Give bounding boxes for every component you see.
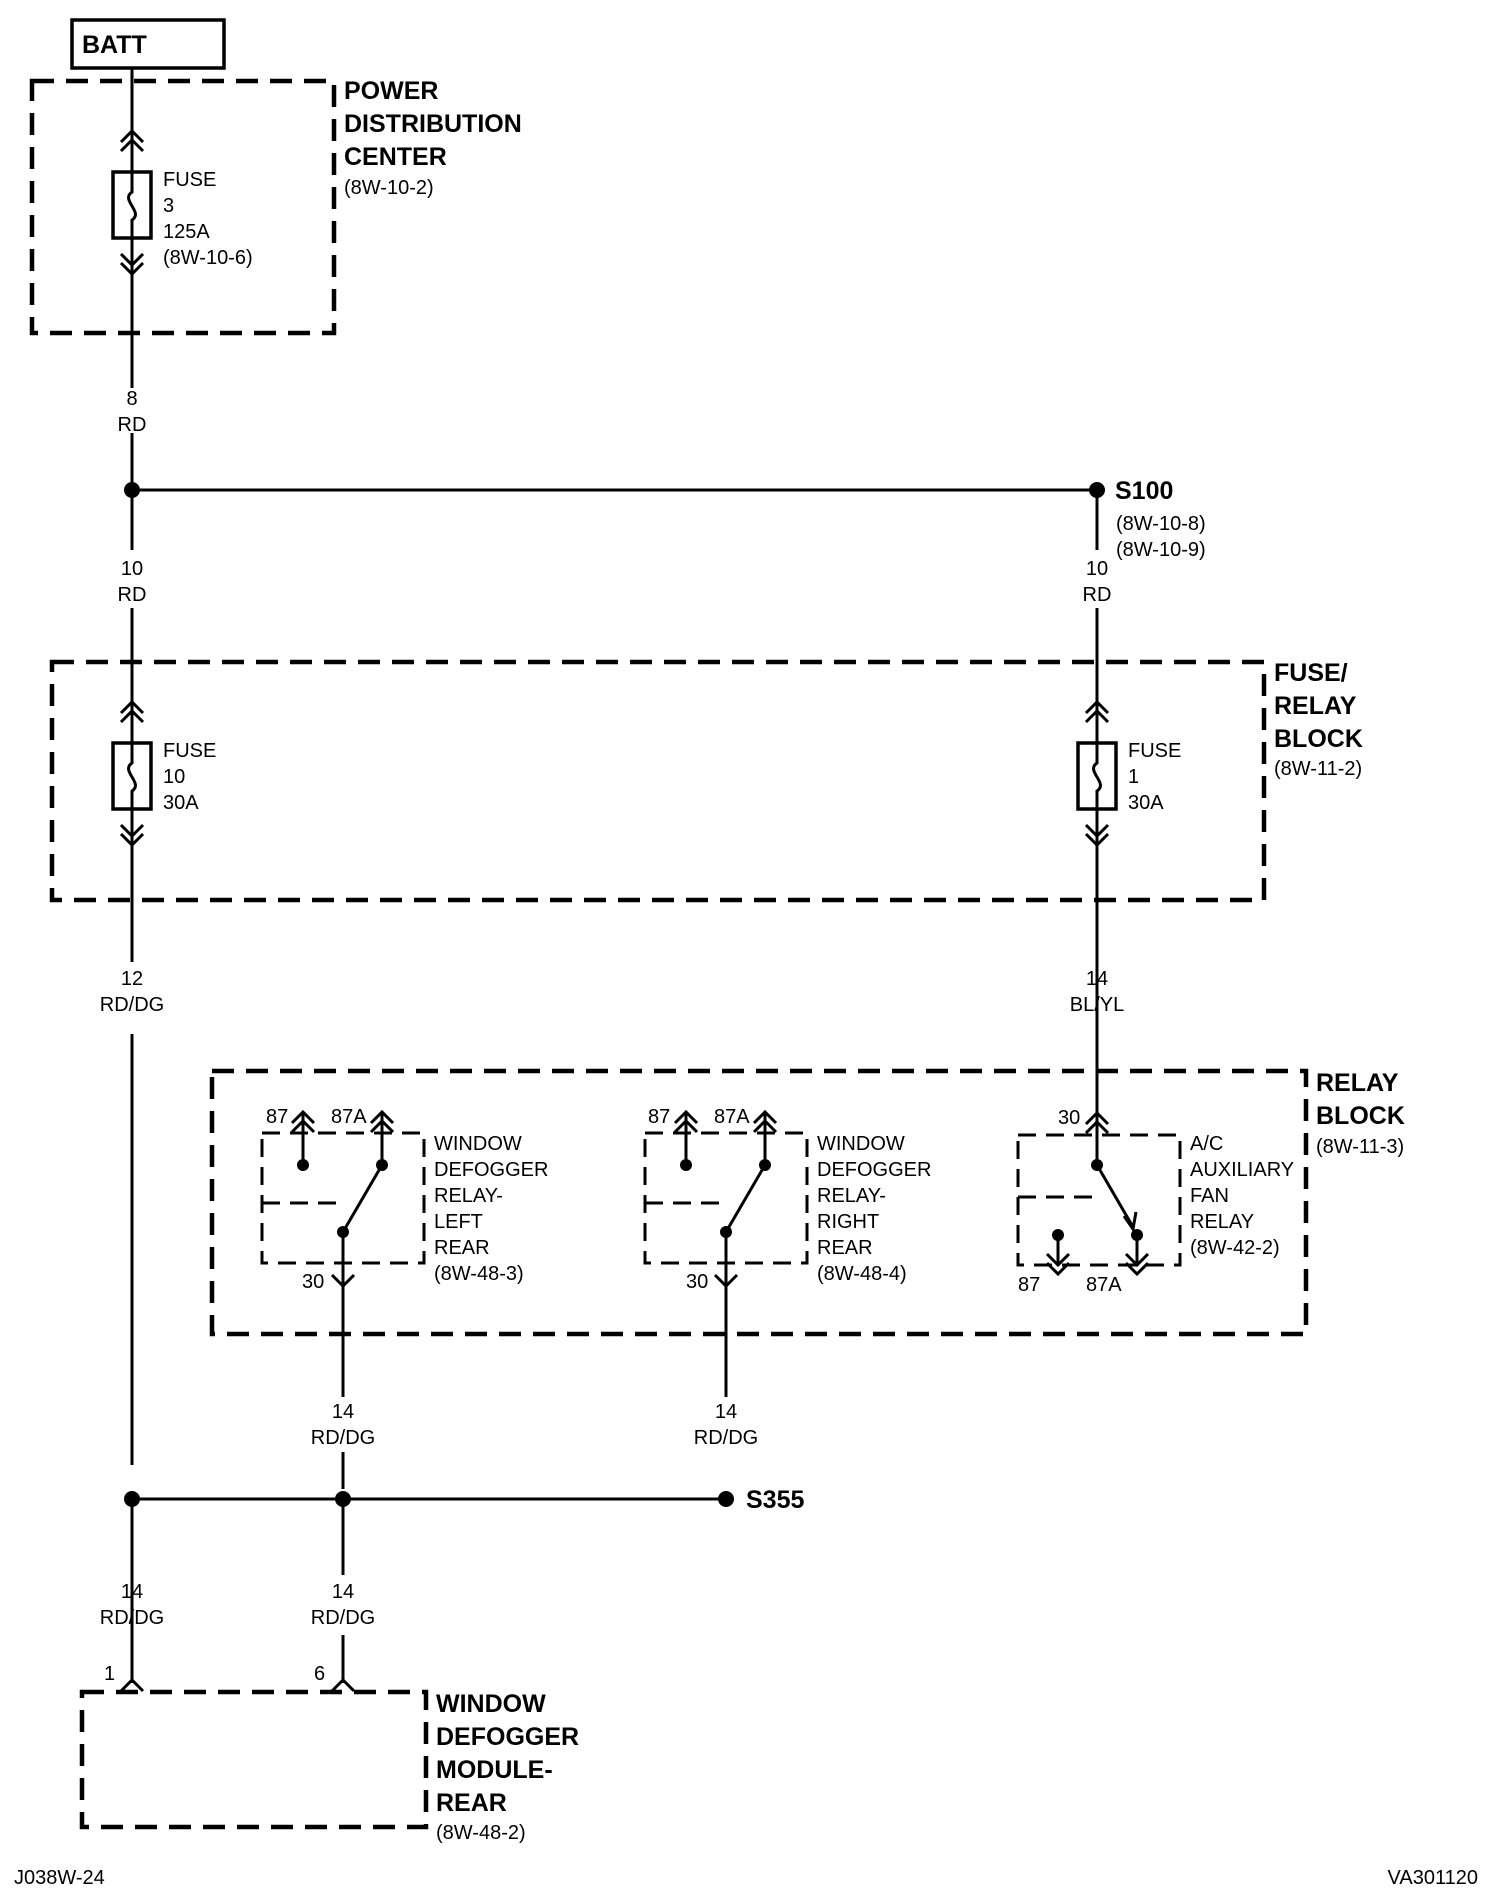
relay-block-title-1: RELAY xyxy=(1316,1069,1399,1097)
relay-window-defogger-right-rear: 87 87A 30 WINDOW DEFOGGER RELAY- RIGHT R… xyxy=(643,1106,931,1293)
wire-10-left-gauge: 10 xyxy=(121,558,143,580)
wire-8-color: RD xyxy=(118,414,147,436)
relay-ac-label-2: AUXILIARY xyxy=(1190,1159,1294,1181)
frb-title-3: BLOCK xyxy=(1274,725,1363,753)
relay-right-label-1: WINDOW xyxy=(817,1133,905,1155)
relay-block: RELAY BLOCK (8W-11-3) 87 87A 30 WINDOW D… xyxy=(209,1068,1405,1337)
relay-left-label-4: LEFT xyxy=(434,1211,483,1233)
wire-14-c-gauge: 14 xyxy=(121,1581,143,1603)
relay-window-defogger-left-rear: 87 87A 30 WINDOW DEFOGGER RELAY- LEFT RE… xyxy=(260,1106,548,1293)
wire-14-d-gauge: 14 xyxy=(332,1581,354,1603)
fuse-10-label: FUSE xyxy=(163,740,216,762)
fuse-1-label: FUSE xyxy=(1128,740,1181,762)
relay-ac-label-1: A/C xyxy=(1190,1133,1223,1155)
fuse-10: FUSE 10 30A xyxy=(111,699,216,848)
relay-right-label-4: RIGHT xyxy=(817,1211,879,1233)
footer-right-code: VA301120 xyxy=(1388,1867,1478,1889)
fuse-10-number: 10 xyxy=(163,766,185,788)
frb-title-1: FUSE/ xyxy=(1274,659,1348,687)
relay-ac-auxiliary-fan: 30 87 87A A/C AUXILIARY FAN RELAY (8W-42… xyxy=(1016,1107,1294,1296)
module-title-1: WINDOW xyxy=(436,1690,546,1718)
module-pin6: 6 xyxy=(314,1663,325,1685)
fuse-relay-block: FUSE/ RELAY BLOCK (8W-11-2) FUSE 10 30A … xyxy=(49,659,1363,903)
relay-right-label-6: (8W-48-4) xyxy=(817,1263,907,1285)
batt-box: BATT xyxy=(70,18,226,70)
s100-ref-2: (8W-10-9) xyxy=(1116,539,1206,561)
wire-14-a-gauge: 14 xyxy=(332,1401,354,1423)
splice-s100: S100 (8W-10-8) (8W-10-9) xyxy=(124,477,1206,561)
power-distribution-center: POWER DISTRIBUTION CENTER (8W-10-2) FUSE… xyxy=(29,77,522,336)
module-title-3: MODULE- xyxy=(436,1756,553,1784)
window-defogger-module-rear: 1 6 WINDOW DEFOGGER MODULE- REAR (8W-48-… xyxy=(79,1663,579,1844)
batt-label: BATT xyxy=(82,31,147,59)
relay-left-pin87a: 87A xyxy=(331,1106,367,1128)
footer-left-code: J038W-24 xyxy=(14,1867,105,1889)
module-ref: (8W-48-2) xyxy=(436,1822,526,1844)
module-pin1: 1 xyxy=(104,1663,115,1685)
relay-ac-label-4: RELAY xyxy=(1190,1211,1254,1233)
fuse-1: FUSE 1 30A xyxy=(1076,699,1181,848)
fuse-3-number: 3 xyxy=(163,195,174,217)
relay-left-pin30: 30 xyxy=(302,1271,324,1293)
splice-s355: S355 xyxy=(124,1486,804,1514)
wire-8-gauge: 8 xyxy=(126,388,137,410)
relay-right-label-3: RELAY- xyxy=(817,1185,886,1207)
relay-ac-label-5: (8W-42-2) xyxy=(1190,1237,1280,1259)
relay-right-pin87: 87 xyxy=(648,1106,670,1128)
frb-title-2: RELAY xyxy=(1274,692,1357,720)
wire-14-c-color: RD/DG xyxy=(100,1607,164,1629)
wire-14-b-gauge: 14 xyxy=(715,1401,737,1423)
relay-ac-pin87: 87 xyxy=(1018,1274,1040,1296)
fuse-10-rating: 30A xyxy=(163,792,199,814)
relay-block-ref: (8W-11-3) xyxy=(1316,1136,1404,1158)
wire-14-blyl-gauge: 14 xyxy=(1086,968,1108,990)
wire-12-gauge: 12 xyxy=(121,968,143,990)
relay-ac-pin87a: 87A xyxy=(1086,1274,1122,1296)
pdc-title-3: CENTER xyxy=(344,143,447,171)
relay-ac-label-3: FAN xyxy=(1190,1185,1229,1207)
wire-12-color: RD/DG xyxy=(100,994,164,1016)
wire-14-d-color: RD/DG xyxy=(311,1607,375,1629)
relay-left-pin87: 87 xyxy=(266,1106,288,1128)
module-title-2: DEFOGGER xyxy=(436,1723,579,1751)
wire-14-blyl-color: BL/YL xyxy=(1070,994,1124,1016)
s355-label: S355 xyxy=(746,1486,804,1514)
wire-10-right-gauge: 10 xyxy=(1086,558,1108,580)
s100-label: S100 xyxy=(1115,477,1173,505)
relay-right-pin30: 30 xyxy=(686,1271,708,1293)
relay-right-label-5: REAR xyxy=(817,1237,873,1259)
relay-left-label-5: REAR xyxy=(434,1237,490,1259)
relay-ac-pin30: 30 xyxy=(1058,1107,1080,1129)
relay-left-label-3: RELAY- xyxy=(434,1185,503,1207)
wire-14-b-color: RD/DG xyxy=(694,1427,758,1449)
module-title-4: REAR xyxy=(436,1789,507,1817)
pdc-ref: (8W-10-2) xyxy=(344,177,434,199)
fuse-1-rating: 30A xyxy=(1128,792,1164,814)
relay-right-label-2: DEFOGGER xyxy=(817,1159,931,1181)
wire-10-right-color: RD xyxy=(1083,584,1112,606)
relay-left-label-2: DEFOGGER xyxy=(434,1159,548,1181)
fuse-1-number: 1 xyxy=(1128,766,1139,788)
relay-left-label-6: (8W-48-3) xyxy=(434,1263,524,1285)
wire-10-left-color: RD xyxy=(118,584,147,606)
relay-left-label-1: WINDOW xyxy=(434,1133,522,1155)
fuse-3-label: FUSE xyxy=(163,169,216,191)
fuse-3: FUSE 3 125A (8W-10-6) xyxy=(111,128,253,277)
fuse-3-ref: (8W-10-6) xyxy=(163,247,253,269)
s100-ref-1: (8W-10-8) xyxy=(1116,513,1206,535)
fuse-3-rating: 125A xyxy=(163,221,210,243)
pdc-title-2: DISTRIBUTION xyxy=(344,110,522,138)
relay-block-title-2: BLOCK xyxy=(1316,1102,1405,1130)
relay-right-pin87a: 87A xyxy=(714,1106,750,1128)
pdc-title-1: POWER xyxy=(344,77,438,105)
wire-14-a-color: RD/DG xyxy=(311,1427,375,1449)
frb-ref: (8W-11-2) xyxy=(1274,758,1362,780)
splice-node-left xyxy=(124,482,140,498)
